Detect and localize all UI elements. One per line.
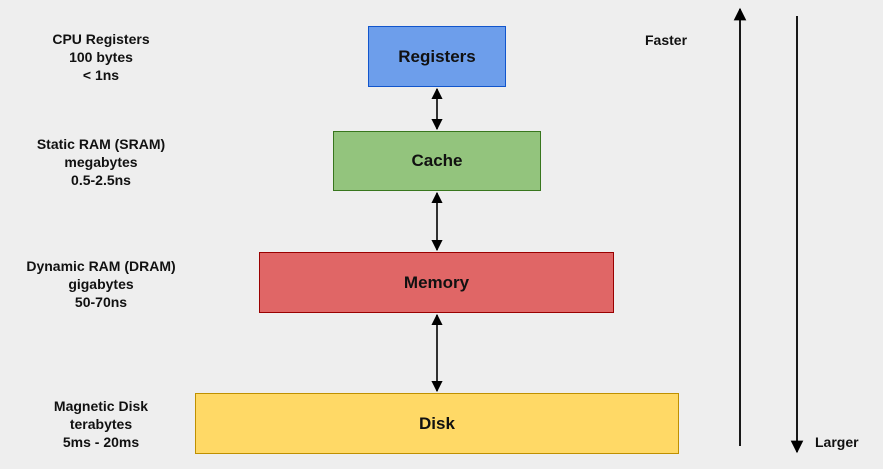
- disk-type: Magnetic Disk: [53, 398, 149, 414]
- cache-size: megabytes: [64, 154, 138, 170]
- registers-type: CPU Registers: [52, 31, 150, 47]
- larger-label: Larger: [815, 434, 859, 450]
- cache-box: Cache: [333, 131, 541, 191]
- disk-size: terabytes: [69, 416, 133, 432]
- cache-latency: 0.5-2.5ns: [71, 172, 131, 188]
- memory-size: gigabytes: [68, 276, 134, 292]
- disk-description: Magnetic Disk terabytes 5ms - 20ms: [40, 397, 162, 451]
- memory-type: Dynamic RAM (DRAM): [26, 258, 176, 274]
- registers-size: 100 bytes: [69, 49, 133, 65]
- cache-type: Static RAM (SRAM): [36, 136, 166, 152]
- memory-box: Memory: [259, 252, 614, 313]
- disk-box: Disk: [195, 393, 679, 454]
- memory-description: Dynamic RAM (DRAM) gigabytes 50-70ns: [8, 257, 194, 311]
- memory-latency: 50-70ns: [74, 294, 128, 310]
- registers-description: CPU Registers 100 bytes < 1ns: [38, 30, 164, 84]
- cache-description: Static RAM (SRAM) megabytes 0.5-2.5ns: [20, 135, 182, 189]
- registers-latency: < 1ns: [82, 67, 120, 83]
- faster-label: Faster: [645, 32, 688, 48]
- disk-latency: 5ms - 20ms: [62, 434, 140, 450]
- registers-box: Registers: [368, 26, 506, 87]
